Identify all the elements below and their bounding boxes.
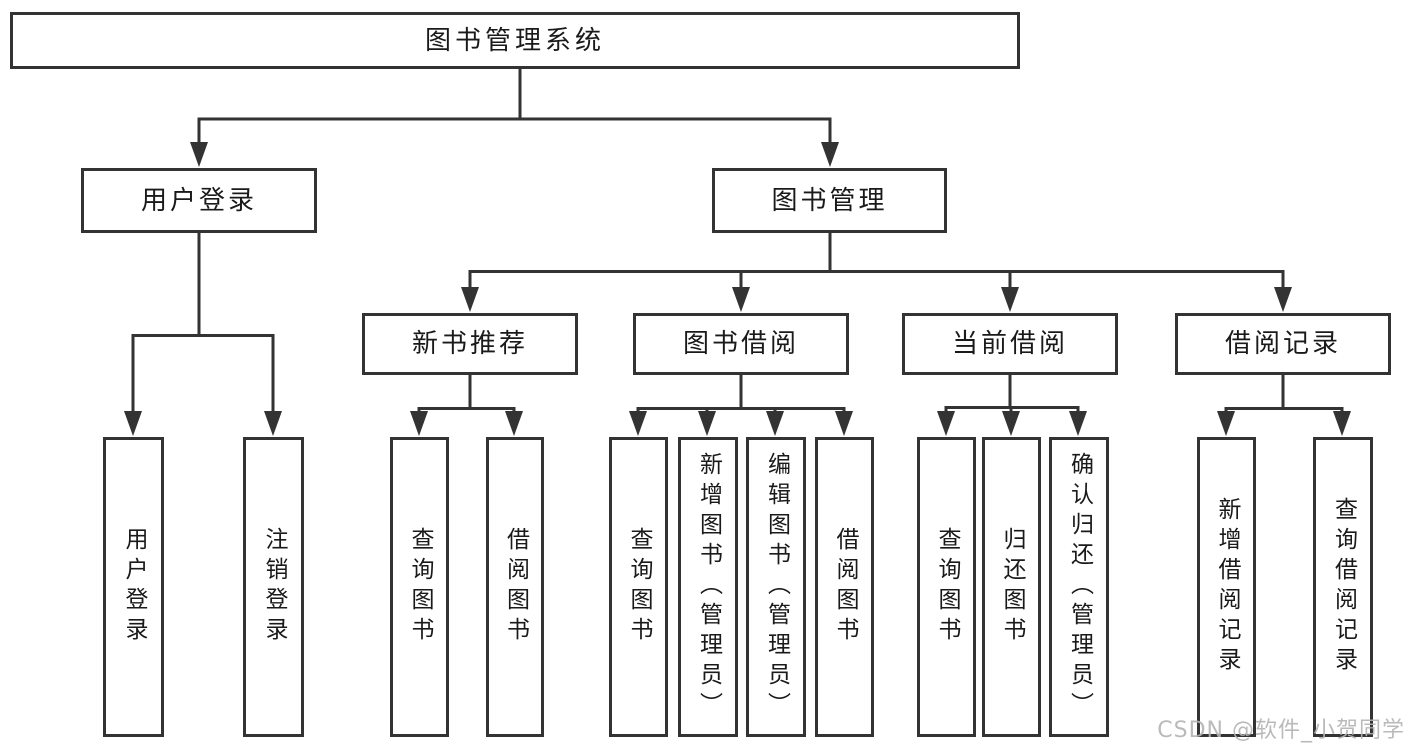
node-label: 当前借阅: [951, 329, 1068, 359]
leaf-edit-books-admin: 编辑图书（管理员）: [746, 437, 806, 737]
leaf-query-borrow-record: 查询借阅记录: [1313, 437, 1373, 737]
node-label: 图书管理: [771, 185, 888, 216]
node-label: 用户登录: [140, 185, 257, 216]
node-label: 查询借阅记录: [1330, 497, 1357, 677]
leaf-logout: 注销登录: [243, 437, 304, 737]
leaf-query-books-3: 查询图书: [917, 437, 976, 737]
leaf-add-borrow-record: 新增借阅记录: [1197, 437, 1256, 737]
node-label: 用户登录: [121, 527, 147, 647]
node-label: 查询图书: [934, 527, 960, 647]
leaf-return-books: 归还图书: [982, 437, 1041, 737]
node-borrowing-records: 借阅记录: [1175, 313, 1391, 375]
node-label: 编辑图书（管理员）: [763, 452, 790, 722]
arrowheads: [124, 142, 1351, 436]
node-label: 归还图书: [999, 527, 1025, 647]
node-user-login: 用户登录: [81, 168, 317, 233]
leaf-borrow-books-2: 借阅图书: [815, 437, 874, 737]
node-label: 新增借阅记录: [1214, 497, 1240, 677]
leaf-confirm-return-admin: 确认归还（管理员）: [1049, 437, 1109, 737]
node-label: 图书管理系统: [424, 25, 605, 56]
node-book-management: 图书管理: [712, 168, 947, 233]
node-label: 查询图书: [626, 527, 652, 647]
node-label: 查询图书: [407, 527, 433, 647]
node-label: 新增图书（管理员）: [695, 452, 722, 722]
node-label: 借阅记录: [1224, 329, 1341, 359]
node-current-borrowing: 当前借阅: [902, 313, 1118, 375]
leaf-borrow-books-1: 借阅图书: [486, 437, 544, 737]
node-new-book-recommendation: 新书推荐: [362, 313, 578, 375]
leaf-query-books-1: 查询图书: [390, 437, 449, 737]
node-label: 新书推荐: [411, 329, 528, 359]
node-library-system: 图书管理系统: [10, 12, 1020, 69]
node-label: 图书借阅: [682, 329, 799, 359]
leaf-add-books-admin: 新增图书（管理员）: [678, 437, 738, 737]
node-label: 确认归还（管理员）: [1066, 452, 1093, 722]
node-label: 借阅图书: [832, 527, 858, 647]
node-label: 注销登录: [261, 527, 287, 647]
leaf-user-login: 用户登录: [103, 437, 164, 737]
node-label: 借阅图书: [502, 527, 529, 647]
leaf-query-books-2: 查询图书: [609, 437, 668, 737]
node-book-borrowing: 图书借阅: [633, 313, 849, 375]
watermark: CSDN @软件_小贺同学: [1157, 718, 1405, 743]
